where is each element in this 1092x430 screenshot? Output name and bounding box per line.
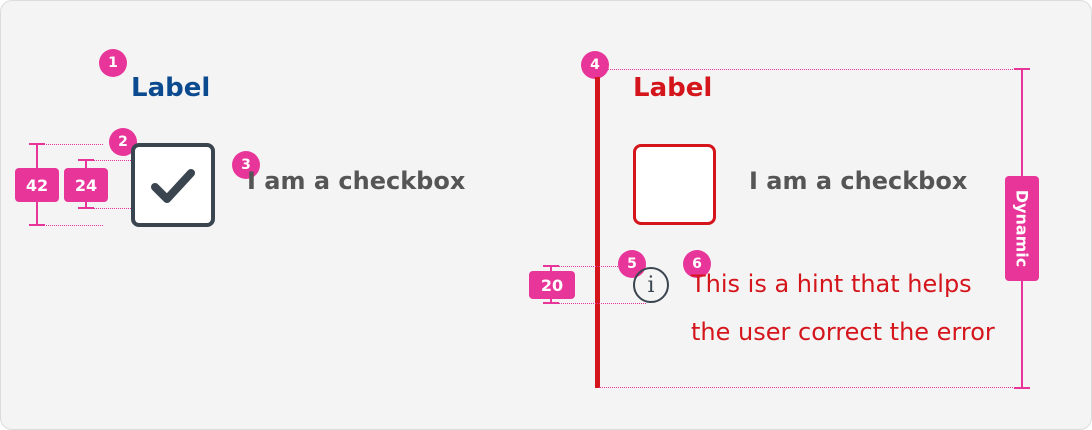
- dim-badge-dynamic: Dynamic: [1005, 176, 1039, 281]
- error-hint-text: This is a hint that helps the user corre…: [691, 270, 995, 346]
- dynamic-cap-top: [1014, 68, 1030, 70]
- dynamic-top-guide: [599, 69, 1027, 70]
- dim-42-cap-bottom: [29, 224, 45, 226]
- normal-field-label: Label: [131, 73, 211, 103]
- marker-6: 6: [683, 250, 711, 278]
- dim-42-bottom-guide: [33, 225, 103, 226]
- error-field-label: Label: [633, 73, 713, 103]
- dynamic-label: Dynamic: [1012, 189, 1032, 268]
- dynamic-cap-bottom: [1014, 387, 1030, 389]
- dim-42-top-guide: [33, 144, 103, 145]
- dim-20-top-guide: [546, 266, 646, 267]
- checkbox-error-unchecked[interactable]: [633, 144, 716, 225]
- normal-checkbox-label[interactable]: I am a checkbox: [247, 167, 466, 195]
- dim-42-cap-top: [29, 143, 45, 145]
- dim-24-top-guide: [81, 160, 161, 161]
- dim-20-bottom-guide: [546, 303, 646, 304]
- dim-24-cap-bottom: [78, 207, 94, 209]
- error-bar: [595, 77, 600, 388]
- info-icon: i: [633, 267, 669, 303]
- dim-badge-24: 24: [64, 168, 108, 202]
- dim-badge-20: 20: [529, 271, 575, 299]
- dim-24-bottom-guide: [81, 208, 161, 209]
- dim-20-cap-top: [543, 265, 559, 267]
- dim-badge-42: 42: [15, 168, 59, 202]
- marker-3: 3: [232, 151, 260, 179]
- marker-4: 4: [581, 51, 609, 79]
- error-checkbox-label[interactable]: I am a checkbox: [749, 167, 968, 195]
- checkmark-icon: [151, 169, 195, 203]
- dynamic-bottom-guide: [599, 387, 1027, 388]
- dim-20-cap-bottom: [543, 302, 559, 304]
- marker-1: 1: [99, 49, 127, 77]
- checkbox-checked[interactable]: [131, 143, 215, 227]
- dim-24-cap-top: [78, 159, 94, 161]
